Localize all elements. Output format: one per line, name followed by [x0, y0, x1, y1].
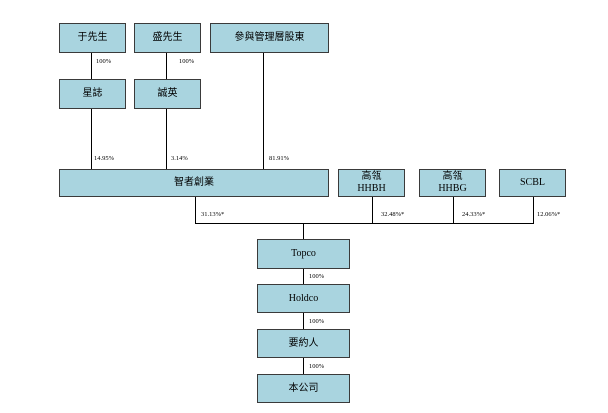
node-chengying: 誠英 [134, 79, 201, 109]
node-management-shareholders-label: 參與管理層股東 [234, 32, 305, 43]
node-mr-yu: 于先生 [59, 23, 126, 53]
node-hhbg-line1: 高瓴 [442, 171, 463, 182]
line-offeror-company [303, 357, 304, 374]
node-scbl-label: SCBL [519, 177, 545, 188]
node-xingzhi: 星誌 [59, 79, 126, 109]
line-bus-topco [303, 223, 304, 239]
pct-sheng-chengying: 100% [179, 58, 195, 65]
node-mr-sheng: 盛先生 [134, 23, 201, 53]
line-xingzhi-zhizhe [91, 108, 92, 169]
pct-mgmt-zhizhe: 81.91% [269, 155, 290, 162]
pct-holdco-offeror: 100% [309, 318, 325, 325]
node-holdco: Holdco [257, 284, 350, 313]
line-yu-xingzhi [91, 52, 92, 79]
line-zhizhe-down [195, 196, 196, 223]
node-hhbh-line2: HHBH [357, 183, 386, 194]
line-topco-holdco [303, 268, 304, 284]
node-xingzhi-label: 星誌 [82, 88, 103, 99]
pct-offeror-company: 100% [309, 363, 325, 370]
line-holdco-offeror [303, 312, 304, 329]
node-topco: Topco [257, 239, 350, 269]
node-topco-label: Topco [291, 248, 316, 259]
node-company-label: 本公司 [288, 382, 319, 394]
node-hhbg-line2: HHBG [438, 183, 467, 194]
line-scbl-down [533, 196, 534, 223]
node-company: 本公司 [257, 374, 350, 403]
pct-yu-xingzhi: 100% [96, 58, 112, 65]
node-hhbh: 高瓴 HHBH [338, 169, 405, 197]
line-horizontal-bus [195, 223, 534, 224]
node-scbl: SCBL [499, 169, 566, 197]
node-hhbg: 高瓴 HHBG [419, 169, 486, 197]
node-mr-yu-label: 于先生 [77, 32, 108, 43]
line-sheng-chengying [166, 52, 167, 79]
node-management-shareholders: 參與管理層股東 [210, 23, 329, 53]
line-mgmt-zhizhe [263, 52, 264, 169]
pct-xingzhi-zhizhe: 14.95% [94, 155, 115, 162]
node-offeror: 要約人 [257, 329, 350, 358]
node-zhizhe-label: 智者創業 [174, 177, 214, 188]
node-hhbh-line1: 高瓴 [361, 171, 382, 182]
pct-hhbh-topco: 32.48%* [381, 211, 405, 218]
node-zhizhe: 智者創業 [59, 169, 329, 197]
pct-scbl-topco: 12.06%* [537, 211, 561, 218]
node-offeror-label: 要約人 [288, 337, 319, 349]
line-chengying-zhizhe [166, 108, 167, 169]
node-holdco-label: Holdco [288, 292, 319, 304]
line-hhbg-down [453, 196, 454, 223]
pct-chengying-zhizhe: 3.14% [171, 155, 188, 162]
pct-hhbg-topco: 24.33%* [462, 211, 486, 218]
pct-topco-holdco: 100% [309, 273, 325, 280]
line-hhbh-down [372, 196, 373, 223]
node-chengying-label: 誠英 [157, 88, 178, 99]
pct-zhizhe-topco: 31.13%* [201, 211, 225, 218]
node-mr-sheng-label: 盛先生 [152, 32, 183, 43]
